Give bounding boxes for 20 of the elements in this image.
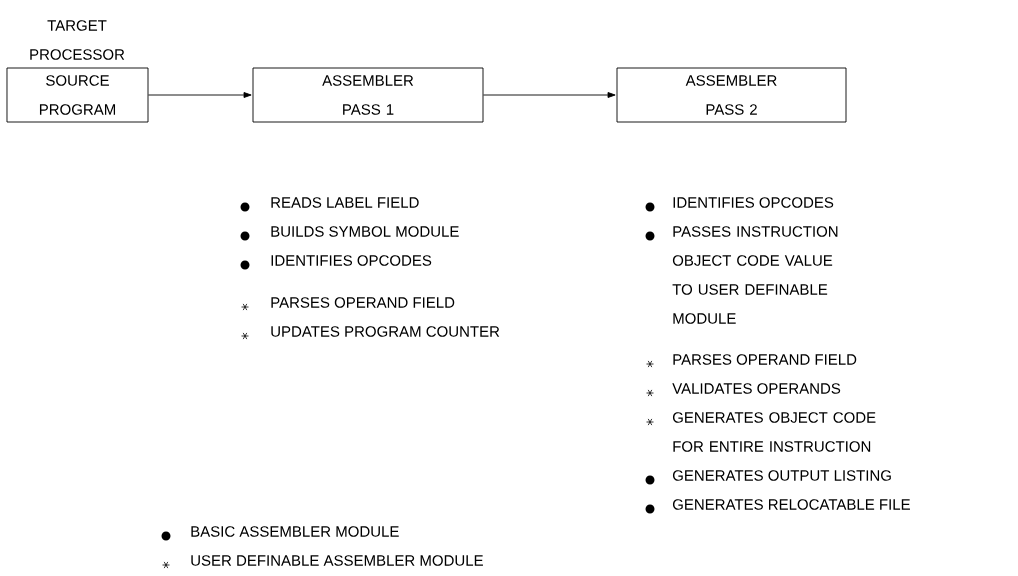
legend-text: USER DEFINABLE ASSEMBLER MODULE xyxy=(191,555,483,566)
list-item: PARSES OPERAND FIELD xyxy=(271,297,455,308)
list-item: UPDATES PROGRAM COUNTER xyxy=(271,326,500,337)
list-item: READS LABEL FIELD xyxy=(271,197,419,208)
heading: TARGET PROCESSOR xyxy=(30,20,125,60)
list-item: VALIDATES OPERANDS xyxy=(672,383,841,394)
process-box: ASSEMBLER PASS 2 xyxy=(616,67,847,123)
list-item: PASSES INSTRUCTION OBJECT CODE VALUE TO USER DEFINABLE MODULE xyxy=(672,226,838,324)
process-box: SOURCE PROGRAM xyxy=(6,67,149,123)
list-item: IDENTIFIES OPCODES xyxy=(271,255,432,266)
process-box: ASSEMBLER PASS 1 xyxy=(252,67,484,123)
list-item: GENERATES OUTPUT LISTING xyxy=(672,470,891,481)
arrow xyxy=(148,92,252,98)
list-item: BUILDS SYMBOL MODULE xyxy=(271,226,459,237)
arrow xyxy=(483,92,616,98)
legend-text: BASIC ASSEMBLER MODULE xyxy=(191,526,399,537)
list-item: GENERATES RELOCATABLE FILE xyxy=(672,499,910,510)
list-item: GENERATES OBJECT CODE FOR ENTIRE INSTRUCTION xyxy=(672,412,876,452)
list-item: PARSES OPERAND FIELD xyxy=(673,354,857,365)
list-item: IDENTIFIES OPCODES xyxy=(673,197,834,208)
